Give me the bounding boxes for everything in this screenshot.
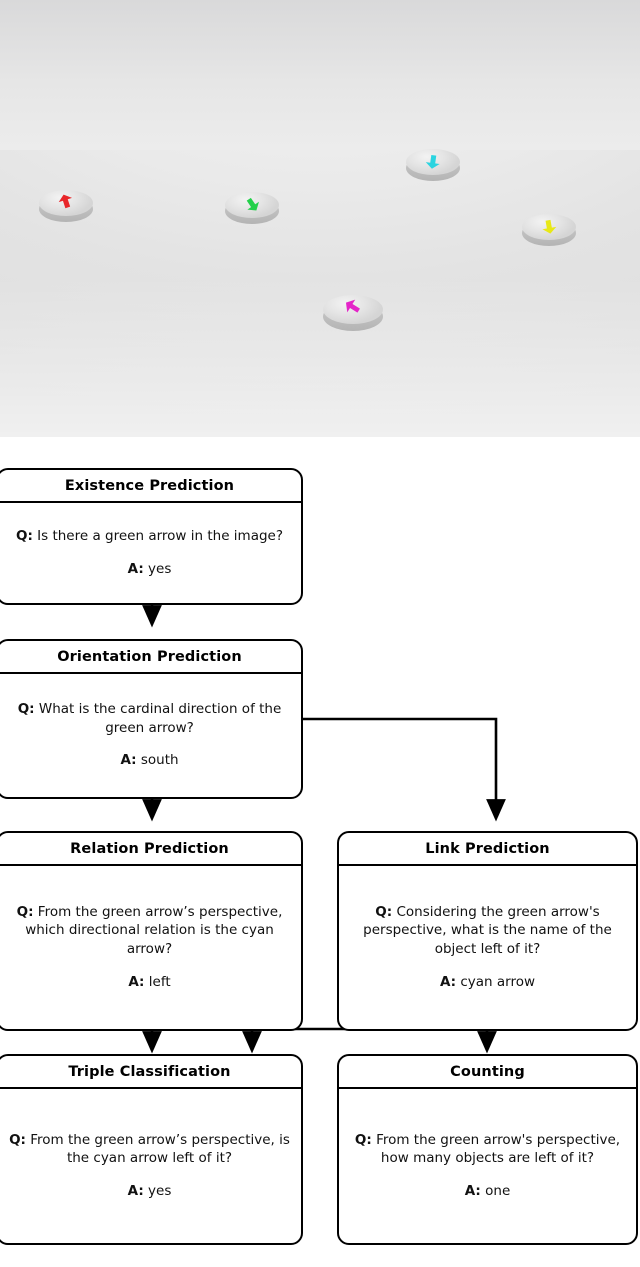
- edge-orientation-to-link: [303, 717, 506, 822]
- a-label: A:: [120, 752, 137, 769]
- node-title: Counting: [339, 1056, 636, 1089]
- puck-green-arrow: [225, 192, 289, 224]
- question-text: What is the cardinal direction of the gr…: [38, 701, 282, 736]
- node-triple-classification[interactable]: Triple Classification Q: From the green …: [0, 1054, 303, 1245]
- q-label: Q:: [16, 903, 34, 920]
- answer-text: one: [485, 1182, 511, 1199]
- node-body: Q: From the green arrow's perspective, h…: [339, 1089, 636, 1240]
- node-relation-prediction[interactable]: Relation Prediction Q: From the green ar…: [0, 831, 303, 1031]
- q-label: Q:: [15, 527, 33, 544]
- node-orientation-prediction[interactable]: Orientation Prediction Q: What is the ca…: [0, 639, 303, 799]
- q-label: Q:: [9, 1131, 26, 1148]
- node-answer: A: yes: [128, 1182, 172, 1201]
- puck-magenta-arrow: [323, 295, 393, 331]
- node-body: Q: Is there a green arrow in the image? …: [0, 503, 301, 600]
- question-text: From the green arrow’s perspective, is t…: [30, 1131, 290, 1167]
- node-question: Q: What is the cardinal direction of the…: [8, 700, 291, 737]
- node-answer: A: south: [120, 751, 178, 770]
- question-text: Considering the green arrow's perspectiv…: [363, 903, 612, 957]
- scene-horizon: [0, 0, 640, 150]
- cyan-arrow-icon: [425, 154, 440, 169]
- yellow-arrow-icon: [542, 219, 557, 234]
- node-question: Q: From the green arrow's perspective, h…: [349, 1131, 626, 1168]
- node-link-prediction[interactable]: Link Prediction Q: Considering the green…: [337, 831, 638, 1031]
- node-body: Q: From the green arrow’s perspective, w…: [0, 866, 301, 1026]
- answer-text: left: [148, 973, 171, 990]
- answer-text: yes: [148, 1182, 172, 1199]
- question-text: Is there a green arrow in the image?: [37, 527, 284, 544]
- node-title: Existence Prediction: [0, 470, 301, 503]
- node-answer: A: yes: [128, 560, 172, 579]
- a-label: A:: [127, 560, 144, 577]
- a-label: A:: [439, 973, 457, 990]
- puck-red-arrow: [39, 190, 103, 222]
- node-existence-prediction[interactable]: Existence Prediction Q: Is there a green…: [0, 468, 303, 605]
- a-label: A:: [127, 1182, 144, 1199]
- node-question: Q: From the green arrow’s perspective, i…: [8, 1131, 291, 1168]
- q-label: Q:: [354, 1131, 372, 1148]
- node-question: Q: From the green arrow’s perspective, w…: [8, 903, 291, 959]
- node-title: Relation Prediction: [0, 833, 301, 866]
- answer-text: cyan arrow: [460, 973, 536, 990]
- arrow-scene-image: [0, 0, 640, 437]
- node-body: Q: Considering the green arrow's perspec…: [339, 866, 636, 1026]
- node-counting[interactable]: Counting Q: From the green arrow's persp…: [337, 1054, 638, 1245]
- green-arrow-icon: [246, 197, 259, 211]
- node-title: Triple Classification: [0, 1056, 301, 1089]
- question-text: From the green arrow’s perspective, whic…: [25, 903, 283, 957]
- node-answer: A: cyan arrow: [440, 973, 535, 992]
- a-label: A:: [128, 973, 145, 990]
- node-body: Q: What is the cardinal direction of the…: [0, 674, 301, 794]
- a-label: A:: [464, 1182, 481, 1199]
- question-text: From the green arrow's perspective, how …: [376, 1131, 621, 1167]
- q-label: Q:: [375, 903, 393, 920]
- scene-floor-fade: [0, 277, 640, 437]
- puck-cyan-arrow: [406, 149, 470, 181]
- qa-task-flowchart: Existence Prediction Q: Is there a green…: [0, 437, 640, 1267]
- node-title: Link Prediction: [339, 833, 636, 866]
- node-answer: A: left: [128, 973, 170, 992]
- node-answer: A: one: [465, 1182, 511, 1201]
- q-label: Q:: [17, 701, 35, 718]
- puck-yellow-arrow: [522, 214, 586, 246]
- node-title: Orientation Prediction: [0, 641, 301, 674]
- node-body: Q: From the green arrow’s perspective, i…: [0, 1089, 301, 1240]
- red-arrow-icon: [58, 194, 73, 209]
- node-question: Q: Considering the green arrow's perspec…: [349, 903, 626, 959]
- answer-text: south: [140, 752, 179, 769]
- node-question: Q: Is there a green arrow in the image?: [16, 527, 283, 546]
- answer-text: yes: [148, 560, 172, 577]
- magenta-arrow-icon: [345, 299, 360, 313]
